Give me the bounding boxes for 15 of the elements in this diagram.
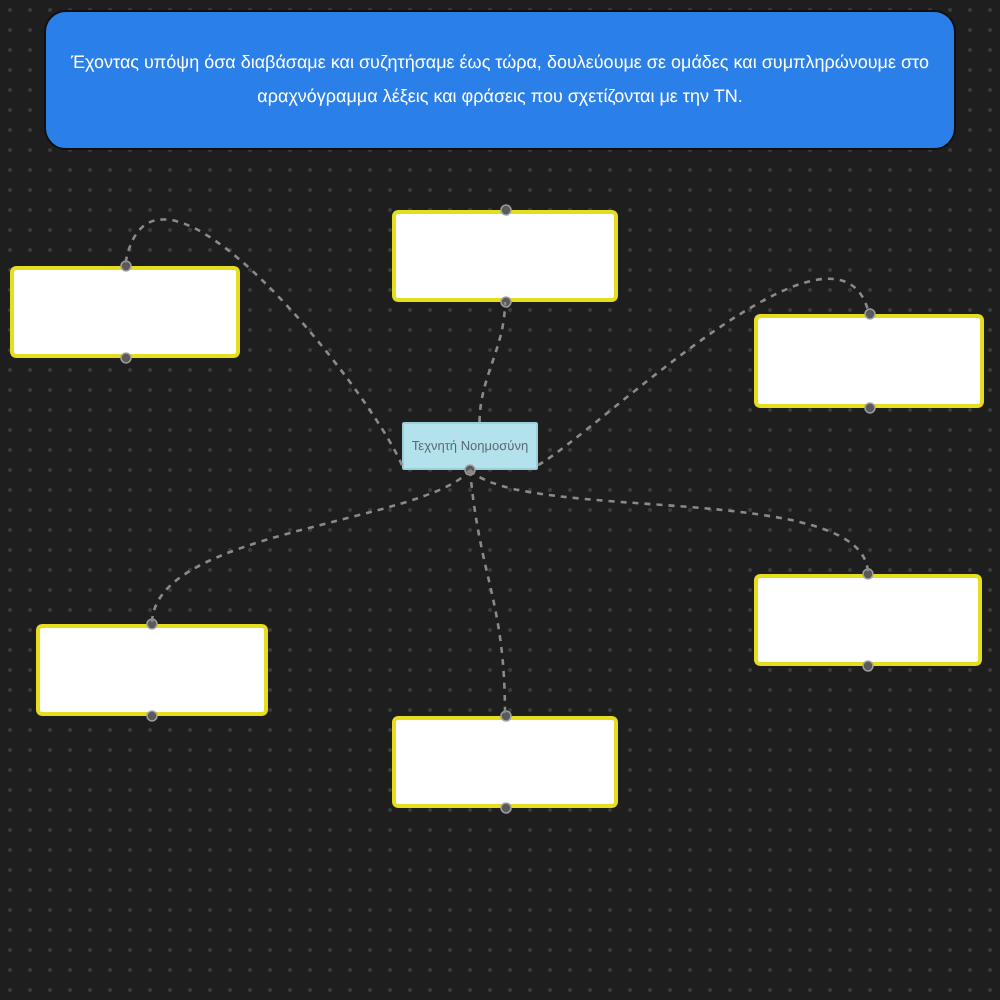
dashed-connector [150, 468, 471, 625]
answer-box [754, 574, 982, 666]
answer-box [10, 266, 240, 358]
dashed-connector [123, 219, 404, 466]
dashed-connector [469, 468, 870, 575]
answer-box [754, 314, 984, 408]
answer-box [392, 210, 618, 302]
answer-box [392, 716, 618, 808]
dashed-connector [478, 301, 507, 423]
answer-box [36, 624, 268, 716]
dashed-connector [468, 469, 507, 717]
dashed-connector [537, 278, 871, 467]
instruction-text: Έχοντας υπόψη όσα διαβάσαμε και συζητήσαμε έως τώρα, δουλεύουμε σε ομάδες και συμπληρώνουμε στο αραχνόγραμμα λέξεις και φράσεις που σχετίζονται με την ΤΝ. [69, 50, 931, 110]
instruction-banner [44, 10, 956, 150]
central-topic-node [402, 422, 538, 470]
